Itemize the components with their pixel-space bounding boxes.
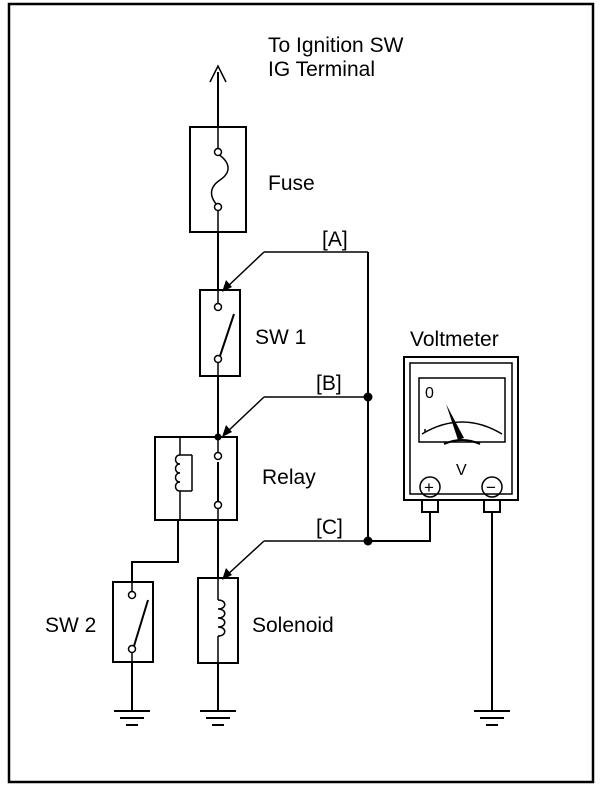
point-b-label: [B] bbox=[316, 372, 342, 395]
ground-icon bbox=[474, 710, 510, 726]
solenoid bbox=[197, 577, 239, 664]
relay-to-sw2-wire bbox=[131, 520, 179, 582]
diagram-border bbox=[7, 2, 595, 784]
minus-terminal-symbol: − bbox=[486, 478, 496, 497]
voltmeter-positive-wire bbox=[368, 512, 431, 542]
sw2-label: SW 2 bbox=[45, 614, 96, 637]
switch-2 bbox=[112, 581, 154, 663]
voltmeter-zero-mark: 0 bbox=[425, 385, 434, 402]
fuse-label: Fuse bbox=[268, 172, 315, 195]
switch-1 bbox=[199, 289, 241, 377]
solenoid-label: Solenoid bbox=[252, 614, 334, 637]
probe-a bbox=[222, 251, 368, 292]
junction-dot bbox=[214, 433, 222, 441]
ignition-label-line2: IG Terminal bbox=[268, 58, 375, 81]
probe-c bbox=[222, 540, 368, 580]
voltmeter-unit: V bbox=[456, 462, 467, 479]
arrow-up-icon bbox=[209, 64, 227, 83]
fuse bbox=[189, 126, 247, 233]
ground-icon bbox=[114, 710, 150, 726]
voltmeter-label: Voltmeter bbox=[410, 328, 499, 351]
point-c-label: [C] bbox=[316, 516, 343, 539]
sw1-label: SW 1 bbox=[255, 326, 306, 349]
point-a-label: [A] bbox=[322, 228, 348, 251]
probe-b bbox=[222, 396, 368, 437]
ignition-label-line1: To Ignition SW bbox=[268, 34, 404, 57]
relay-label: Relay bbox=[262, 466, 316, 489]
needle-icon bbox=[446, 404, 464, 440]
ground-icon bbox=[200, 710, 236, 726]
junction-dot bbox=[363, 392, 373, 402]
voltmeter bbox=[403, 356, 519, 513]
plus-terminal-symbol: + bbox=[424, 478, 434, 497]
relay bbox=[154, 436, 238, 521]
